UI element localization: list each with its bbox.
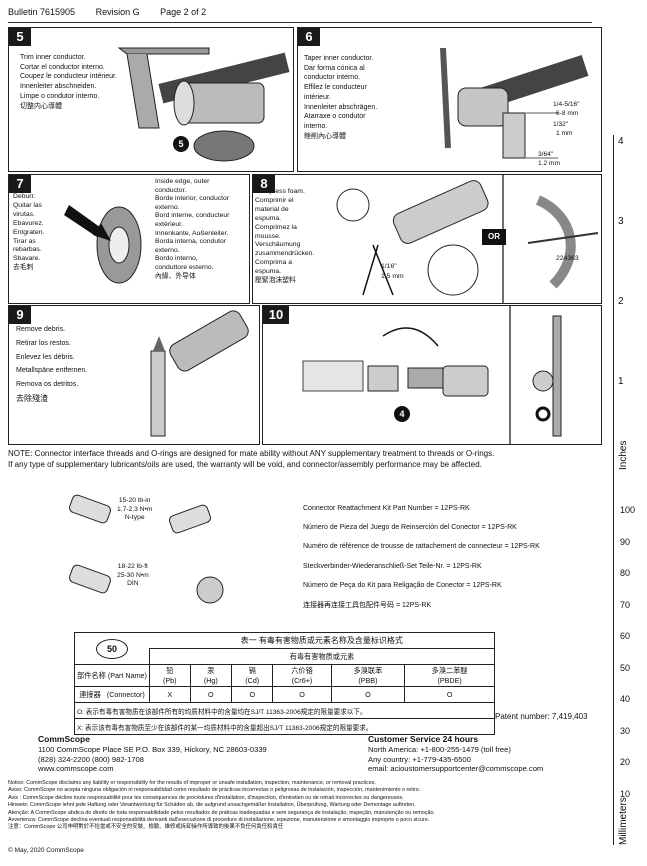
kit-part-number-de: Steckverbinder-Wiederanschließ-Set Teile… [303, 563, 482, 570]
disclaimer: Notice: CommScope disclaims any liabilit… [8, 780, 436, 831]
callout-4-badge: 4 [394, 406, 410, 422]
ruler-millimeters-label: Millimeters [618, 797, 629, 845]
step-number: 8 [253, 175, 275, 193]
customer-service-info: Customer Service 24 hours North America:… [368, 734, 544, 774]
step-6-panel: 6 Taper inner conductor.Dar forma cónica… [297, 27, 602, 172]
deburr-illustration [64, 205, 142, 284]
customer-service-title: Customer Service 24 hours [368, 734, 479, 744]
foam-dimension: 1/16"1.5 mm [381, 263, 404, 280]
company-info: CommScope 1100 CommScope Place SE P.O. B… [38, 734, 267, 774]
step-10-panel: 10 4 [262, 305, 602, 445]
rohs-part-name-header: 部件名称 (Part Name) [74, 664, 150, 687]
torque-connectors-illustration [69, 494, 224, 604]
taper-dimensions: 1/4-5/16"6-8 mm 1/32"1 mm [553, 101, 580, 137]
step-9-panel: 9 Remove debris.Retirar los restos.Enlev… [8, 305, 260, 445]
taper-illustration [440, 47, 589, 159]
ruler-inches-label: Inches [618, 440, 629, 470]
company-name: CommScope [38, 734, 90, 744]
header-divider [8, 22, 592, 23]
kit-part-number-es: Número de Pieza del Juego de Reinserción… [303, 524, 517, 531]
compress-foam-illustration [336, 175, 599, 303]
revision: Revision G [95, 7, 140, 17]
rohs-col-pbb: 多溴联苯(PBB) [330, 664, 406, 687]
tool-part-number: 224363 [556, 255, 579, 262]
kit-part-number-cn: 连接器再连接工具包配件号码 = 12PS-RK [303, 602, 432, 609]
kit-part-number-en: Connector Reattachment Kit Part Number =… [303, 505, 470, 512]
step-number: 10 [263, 306, 289, 324]
taper-dimension-bottom: 3/64"1.2 mm [538, 151, 560, 167]
step-6-text: Taper inner conductor.Dar forma cónica a… [304, 55, 378, 140]
rohs-footnote-o: O: 表示有毒有害物质在该部件所有的均质材料中的含量均在SJ/T 11363-2… [74, 702, 495, 719]
rohs-col-cd: 镉(Cd) [231, 664, 274, 687]
ruler-inch-1: 1 [618, 376, 624, 387]
connector-reattach-illustration [302, 306, 562, 444]
bulletin-number: Bulletin 7615905 [8, 7, 76, 17]
step-5-text: Trim inner conductor.Cortar el conductor… [20, 54, 117, 110]
kit-part-number-pt: Número de Peça do Kit para Religação de … [303, 582, 502, 589]
rohs-logo-cell: 50 [74, 632, 150, 665]
hazardous-substance-table: 50 表一 有毒有害物质或元素名称及含量标识格式 有毒有害物质或元素 部件名称 … [74, 632, 495, 735]
step-number: 6 [298, 28, 320, 46]
page-number: Page 2 of 2 [160, 7, 207, 17]
patent-number: Patent number: 7,419,403 [495, 712, 588, 721]
callout-5-badge: 5 [173, 136, 189, 152]
kit-part-number-fr: Numéro de référence de trousse de rattac… [303, 543, 540, 550]
rohs-50-logo: 50 [96, 638, 128, 659]
step-9-text: Remove debris.Retirar los restos.Enlevez… [16, 326, 88, 403]
ruler-inch-3: 3 [618, 216, 624, 227]
ruler-line [613, 135, 614, 845]
remove-debris-illustration [150, 310, 249, 437]
copyright: © May, 2020 CommScope [8, 847, 84, 854]
rohs-subheader: 有毒有害物质或元素 [149, 648, 495, 665]
rohs-col-pb: 铅(Pb) [149, 664, 191, 687]
step-5-panel: 5 Trim inner conductor.Cortar el conduct… [8, 27, 294, 172]
ruler-inch-4: 4 [618, 136, 624, 147]
or-badge: OR [482, 229, 506, 245]
page-header: Bulletin 7615905 Revision G Page 2 of 2 [8, 7, 224, 17]
rohs-col-cr6: 六价铬(Cr6+) [272, 664, 332, 687]
step-number: 7 [9, 175, 31, 193]
rohs-col-pbde: 多溴二苯醚(PBDE) [404, 664, 495, 687]
warranty-note: NOTE: Connector interface threads and O-… [8, 449, 495, 469]
step-number: 5 [9, 28, 31, 46]
step-number: 9 [9, 306, 31, 324]
rohs-footnote-x: X: 表示该有毒有害物质至少在该部件的某一均质材料中的含量超出SJ/T 1136… [74, 718, 495, 735]
rohs-col-hg: 汞(Hg) [189, 664, 233, 687]
ruler-inch-2: 2 [618, 296, 624, 307]
rohs-title: 表一 有毒有害物质或元素名称及含量标识格式 [149, 632, 495, 649]
cable-trimming-illustration [117, 47, 290, 162]
